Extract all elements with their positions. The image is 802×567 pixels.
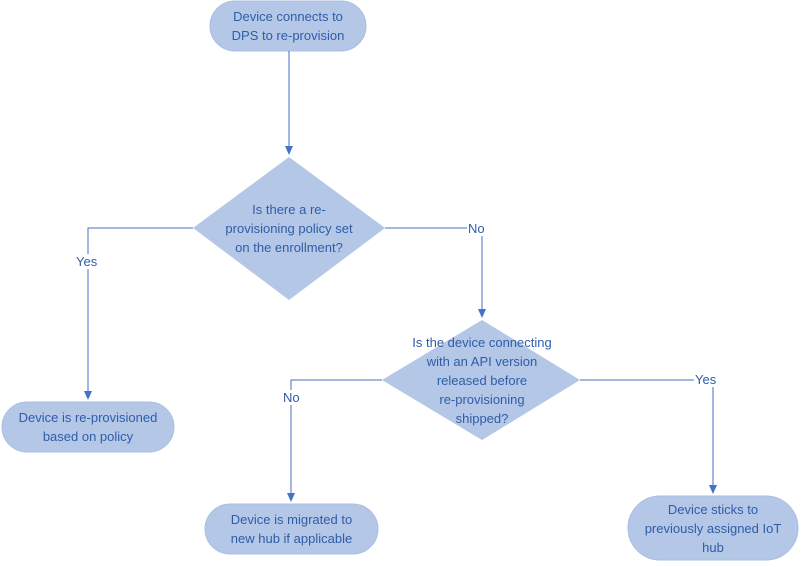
start-terminal bbox=[209, 0, 367, 52]
api-decision-label: Is the device connecting with an API ver… bbox=[412, 334, 552, 426]
connector-policy-yes bbox=[84, 227, 193, 400]
connector-api-yes bbox=[580, 379, 717, 494]
sticks-label: Device sticks to previously assigned IoT… bbox=[644, 501, 782, 555]
edge-label-policy-no: No bbox=[467, 221, 486, 236]
migrated-terminal bbox=[204, 503, 379, 555]
api-decision-diamond bbox=[382, 320, 580, 440]
connector-api-no bbox=[287, 379, 382, 502]
edge-label-api-no: No bbox=[282, 390, 301, 405]
policy-decision-diamond bbox=[193, 157, 385, 300]
edge-label-api-yes: Yes bbox=[694, 372, 718, 387]
start-label: Device connects to DPS to re-provision bbox=[231, 9, 345, 43]
reprovisioned-terminal bbox=[1, 401, 175, 453]
sticks-terminal bbox=[627, 495, 799, 561]
edge-label-policy-yes: Yes bbox=[75, 254, 99, 269]
policy-decision-label: Is there a re- provisioning policy set o… bbox=[225, 201, 353, 255]
connector-policy-no bbox=[385, 227, 486, 318]
reprovisioned-label: Device is re-provisioned based on policy bbox=[18, 410, 158, 444]
migrated-label: Device is migrated to new hub if applica… bbox=[230, 512, 353, 546]
